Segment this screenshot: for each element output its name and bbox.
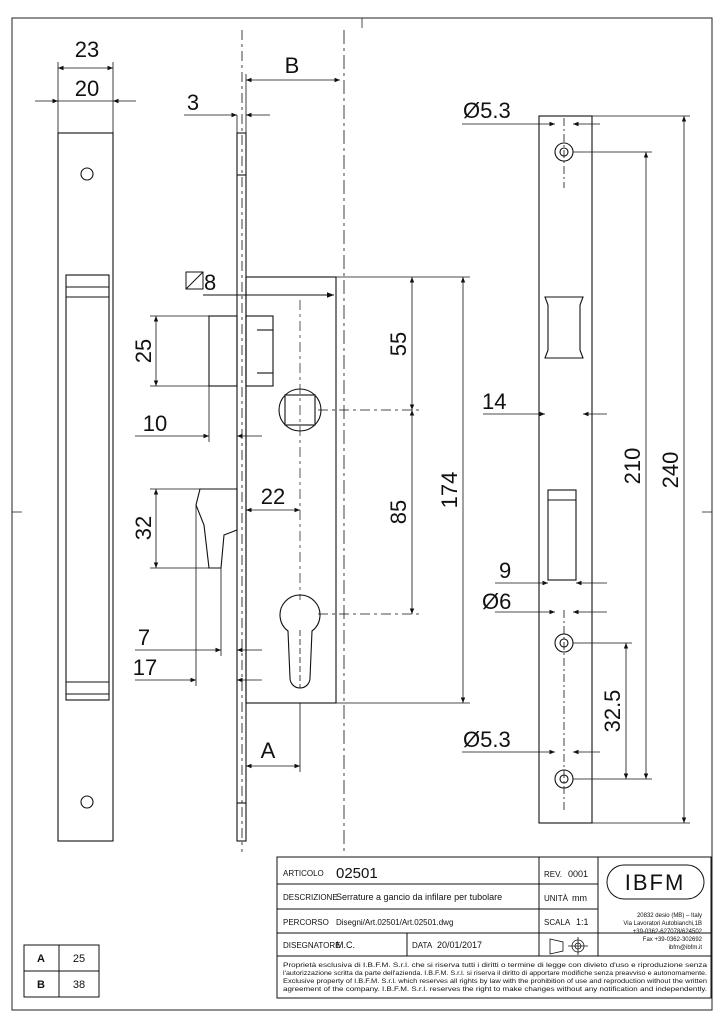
address-line-2: Via Lavoratori Autobianchi,1B xyxy=(623,921,702,927)
unita-value: mm xyxy=(572,893,587,903)
ab-table xyxy=(23,944,100,998)
dim-diameter-6: Ø6 xyxy=(482,589,511,614)
unita-label: UNITÀ xyxy=(544,894,569,903)
percorso-value: Disegni/Art.02501/Art.02501.dwg xyxy=(336,918,453,927)
articolo-value: 02501 xyxy=(336,865,378,882)
address-line-1: 20832 desio (MB) – Italy xyxy=(637,913,702,919)
data-value: 20/01/2017 xyxy=(437,940,482,950)
dim-diameter-5-3-top: Ø5.3 xyxy=(463,98,511,123)
title-block xyxy=(276,856,712,999)
descrizione-label: DESCRIZIONE xyxy=(283,893,338,902)
address-line-3: +39-0362-627078/624502 xyxy=(633,929,703,935)
dim-25: 25 xyxy=(131,339,156,363)
descrizione-value: Serrature a gancio da infilare per tubol… xyxy=(336,892,502,902)
data-label: DATA xyxy=(412,941,433,950)
dim-7: 7 xyxy=(138,625,150,650)
articolo-label: ARTICOLO xyxy=(283,869,324,878)
dim-square-8: 8 xyxy=(204,270,216,295)
dim-10: 10 xyxy=(143,411,167,436)
disegnatore-value: M.C. xyxy=(336,940,355,950)
dim-22: 22 xyxy=(261,484,285,509)
dim-32-5: 32.5 xyxy=(600,690,625,733)
dim-17: 17 xyxy=(133,655,157,680)
faceplate-side-view xyxy=(57,132,114,842)
dim-A: A xyxy=(261,738,276,763)
screw-hole-top xyxy=(80,167,94,181)
dim-diameter-5-3-bottom: Ø5.3 xyxy=(463,727,511,752)
faceplate-front-view xyxy=(538,115,593,824)
dim-23: 23 xyxy=(75,37,99,62)
dim-32: 32 xyxy=(131,516,156,540)
rev-label: REV. xyxy=(544,870,562,879)
scala-value: 1:1 xyxy=(576,917,589,927)
dim-23-20 xyxy=(35,62,136,133)
notice-line-3: Exclusive property of I.B.F.M. S.r.l. wh… xyxy=(283,979,707,985)
dim-9: 9 xyxy=(499,558,511,583)
percorso-label: PERCORSO xyxy=(283,918,329,927)
ab-value-a: 25 xyxy=(73,953,85,965)
scala-label: SCALA xyxy=(544,918,571,927)
dim-20: 20 xyxy=(75,76,99,101)
dim-210: 210 xyxy=(620,448,645,485)
screw-hole-bottom xyxy=(80,795,94,809)
notice-line-1: Proprietà esclusiva di I.B.F.M. S.r.l. c… xyxy=(283,963,708,969)
dim-240: 240 xyxy=(658,452,683,489)
dim-174: 174 xyxy=(437,472,462,509)
dim-14: 14 xyxy=(482,389,506,414)
dim-B: B xyxy=(285,53,300,78)
dim-85: 85 xyxy=(386,500,411,524)
rev-value: 0001 xyxy=(568,869,588,879)
dim-55: 55 xyxy=(386,332,411,356)
ab-label-a: A xyxy=(37,953,45,965)
disegnatore-label: DISEGNATORE xyxy=(283,941,341,950)
address-line-5: ibfm@ibfm.it xyxy=(669,945,703,951)
ab-label-b: B xyxy=(37,979,45,991)
sheet-border xyxy=(11,17,713,1011)
lock-body-profile xyxy=(195,132,337,842)
notice-line-2: l'autorizzazione scritta da parte dell'a… xyxy=(283,971,707,977)
notice-line-4: agreement of the company. I.B.F.M. S.r.l… xyxy=(283,987,707,993)
projection-symbol-icon xyxy=(549,937,588,955)
ab-value-b: 38 xyxy=(73,979,85,991)
address-line-4: Fax +39-0362-302692 xyxy=(643,937,703,943)
dim-3: 3 xyxy=(187,90,199,115)
ibfm-logo: IBFM xyxy=(625,870,686,895)
